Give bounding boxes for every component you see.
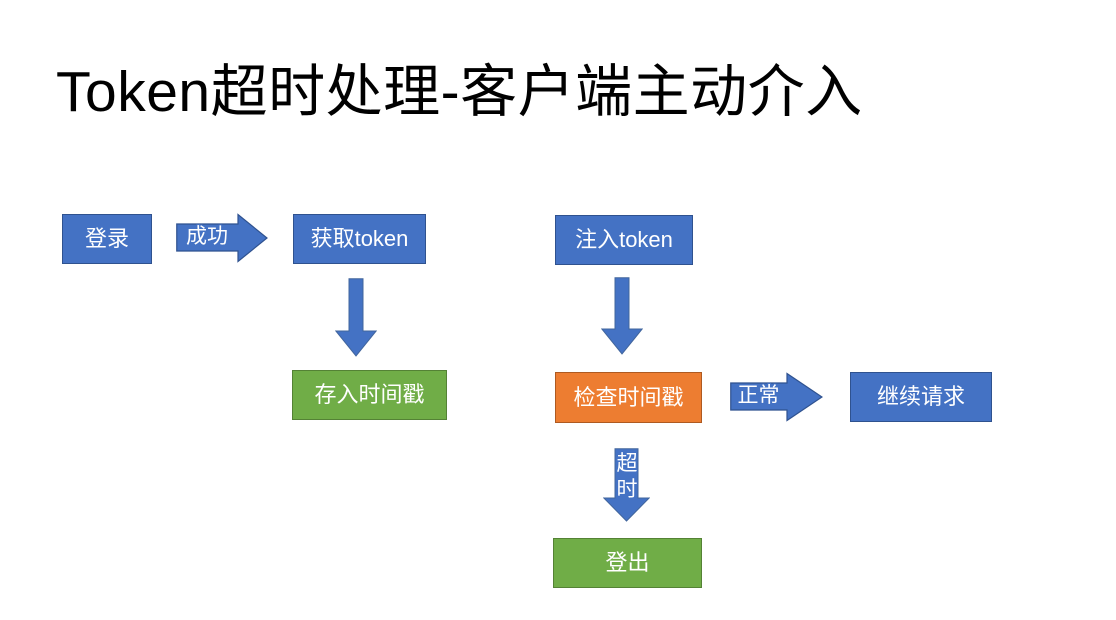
- flow-node-login: 登录: [62, 214, 152, 264]
- flow-node-continue-request: 继续请求: [850, 372, 992, 422]
- flow-node-inject-token: 注入token: [555, 215, 693, 265]
- flow-node-logout-label: 登出: [605, 550, 650, 575]
- down-arrow-icon: [603, 448, 650, 522]
- edge-label-normal: 正常: [737, 384, 780, 408]
- flow-node-logout: 登出: [553, 538, 702, 588]
- down-arrow-icon: [335, 278, 377, 357]
- flow-node-inject-token-label: 注入token: [575, 227, 673, 252]
- edge-label-success: 成功: [186, 225, 228, 249]
- flow-node-continue-request-label: 继续请求: [876, 384, 965, 409]
- flow-node-store-timestamp: 存入时间戳: [292, 370, 447, 420]
- right-arrow-icon: [176, 213, 268, 263]
- edge-label-timeout: 超时: [616, 452, 638, 501]
- flow-node-check-timestamp-label: 检查时间戳: [573, 384, 684, 410]
- flow-node-login-label: 登录: [84, 226, 129, 251]
- flow-node-store-timestamp-label: 存入时间戳: [314, 382, 425, 407]
- page-title: Token超时处理-客户端主动介入: [56, 60, 863, 124]
- flow-node-get-token: 获取token: [293, 214, 426, 264]
- flow-node-check-timestamp: 检查时间戳: [555, 372, 702, 423]
- right-arrow-icon: [730, 372, 823, 422]
- down-arrow-icon: [601, 277, 643, 355]
- flow-node-get-token-label: 获取token: [310, 226, 409, 251]
